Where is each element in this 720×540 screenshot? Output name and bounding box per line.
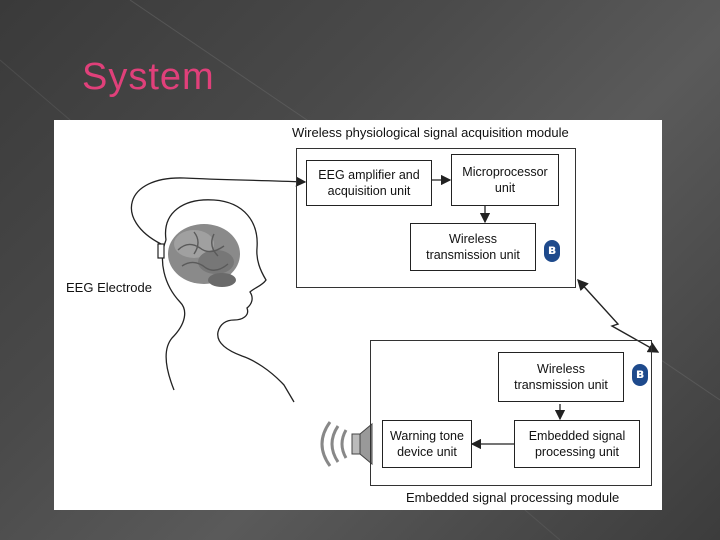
- embedded-signal-line2: processing unit: [534, 445, 620, 459]
- slide-title: System: [82, 56, 215, 98]
- eeg-amplifier-line1: EEG amplifier and: [318, 168, 420, 182]
- microprocessor-unit: Microprocessor unit: [451, 154, 559, 206]
- wireless-transmission-unit-bottom: Wireless transmission unit: [498, 352, 624, 402]
- wireless-top-line2: transmission unit: [426, 248, 520, 262]
- brain-icon: [168, 224, 240, 287]
- eeg-amplifier-line2: acquisition unit: [327, 184, 411, 198]
- wireless-link: [577, 278, 660, 353]
- warning-tone-line1: Warning tone: [390, 429, 464, 443]
- embedded-signal-line1: Embedded signal: [528, 429, 626, 443]
- electrode-cable: [131, 176, 307, 245]
- electrode-icon: [157, 243, 165, 259]
- microprocessor-line1: Microprocessor: [462, 165, 548, 179]
- warning-tone-line2: device unit: [397, 445, 457, 459]
- acquisition-module: [296, 148, 576, 288]
- wireless-bottom-line2: transmission unit: [514, 378, 608, 392]
- eeg-amplifier-unit: EEG amplifier and acquisition unit: [306, 160, 432, 206]
- processing-module: [370, 340, 652, 486]
- system-diagram: EEG Electrode Wireless physiological sig…: [54, 120, 662, 510]
- microprocessor-line2: unit: [494, 181, 516, 195]
- wireless-top-line1: Wireless: [449, 232, 497, 246]
- warning-tone-unit: Warning tone device unit: [382, 420, 472, 468]
- speaker-icon: [320, 421, 373, 467]
- wireless-transmission-unit-top: Wireless transmission unit: [410, 223, 536, 271]
- head-outline: [161, 199, 295, 403]
- diagram-connectors: [131, 174, 660, 467]
- eeg-electrode-label: EEG Electrode: [66, 280, 152, 295]
- bluetooth-icon: ʙ: [544, 240, 560, 262]
- embedded-signal-processing-unit: Embedded signal processing unit: [514, 420, 640, 468]
- processing-module-title: Embedded signal processing module: [406, 490, 620, 505]
- acquisition-module-title: Wireless physiological signal acquisitio…: [292, 125, 569, 140]
- bluetooth-icon: ʙ: [632, 364, 648, 386]
- wireless-bottom-line1: Wireless: [537, 362, 585, 376]
